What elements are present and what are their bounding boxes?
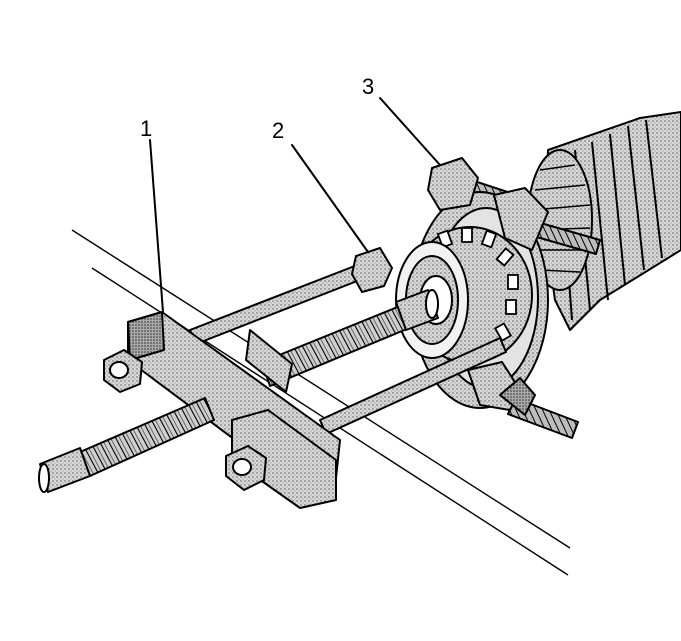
callout-2-label: 2: [272, 118, 284, 143]
callout-3-label: 3: [362, 74, 374, 99]
transmission-shaft: [527, 111, 681, 331]
callout-leaders: [149, 97, 441, 313]
puller-rods: [189, 247, 507, 435]
forcing-screw-front: [38, 397, 215, 493]
callouts: 1 2 3: [140, 74, 374, 143]
forcing-screw: [261, 289, 439, 387]
puller-crossbar: [103, 311, 341, 509]
callout-1-label: 1: [140, 116, 152, 141]
